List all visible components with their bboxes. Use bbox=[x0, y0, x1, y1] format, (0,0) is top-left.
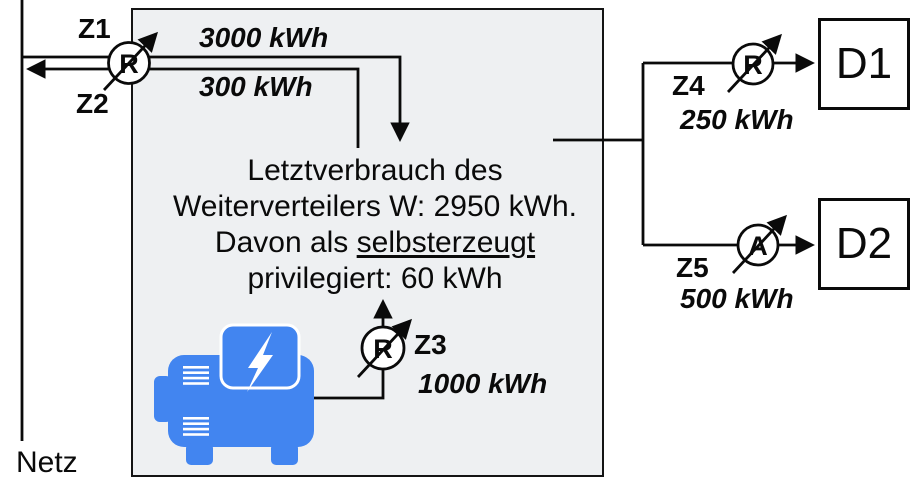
value-z4: 250 kWh bbox=[680, 104, 794, 135]
consumer-d1-label: D1 bbox=[835, 39, 893, 88]
generator-foot-left bbox=[186, 443, 213, 465]
label-z2: Z2 bbox=[76, 88, 109, 119]
meter-z4-letter: R bbox=[743, 50, 763, 80]
underlined-term: selbsterzeugt bbox=[356, 226, 536, 259]
note-line-4: privilegiert: 60 kWh bbox=[247, 262, 503, 295]
generator-foot-right bbox=[271, 443, 298, 465]
note-line-2: Weiterverteilers W: 2950 kWh. bbox=[172, 190, 578, 223]
note-line-1: Letztverbrauch des bbox=[247, 154, 503, 187]
value-z1-import: 3000 kWh bbox=[199, 22, 329, 53]
meter-z3: R bbox=[356, 318, 413, 378]
value-z3: 1000 kWh bbox=[418, 368, 548, 399]
consumption-note: Letztverbrauch des Weiterverteilers W: 2… bbox=[155, 153, 595, 297]
meter-z4: R bbox=[726, 33, 783, 93]
meter-z5-letter: A bbox=[748, 231, 768, 261]
value-z2-export: 300 kWh bbox=[199, 71, 313, 102]
meter-z5: A bbox=[731, 214, 788, 274]
meter-z12: R bbox=[102, 31, 159, 91]
meter-diagonal-arrow-icon bbox=[726, 33, 783, 93]
generator-handle bbox=[154, 376, 172, 422]
label-z3: Z3 bbox=[414, 329, 447, 360]
consumer-box-d2: D2 bbox=[818, 198, 910, 290]
grid-label: Netz bbox=[16, 446, 78, 479]
label-z5: Z5 bbox=[676, 252, 709, 283]
lightning-bolt-icon bbox=[247, 332, 273, 392]
generator-vents bbox=[183, 366, 209, 436]
meter-diagonal-arrow-icon bbox=[731, 214, 788, 274]
value-z5: 500 kWh bbox=[680, 283, 794, 314]
label-z1: Z1 bbox=[78, 13, 111, 44]
note-line-3: Davon als selbsterzeugt bbox=[214, 226, 536, 259]
meter-z12-letter: R bbox=[119, 49, 139, 79]
meter-z3-letter: R bbox=[373, 334, 393, 364]
meter-diagonal-arrow-icon bbox=[102, 31, 159, 91]
generator-icon bbox=[154, 323, 314, 465]
label-z4: Z4 bbox=[672, 70, 705, 101]
consumer-box-d1: D1 bbox=[818, 18, 910, 110]
meter-diagonal-arrow-icon bbox=[356, 318, 413, 378]
consumer-d2-label: D2 bbox=[835, 219, 893, 268]
